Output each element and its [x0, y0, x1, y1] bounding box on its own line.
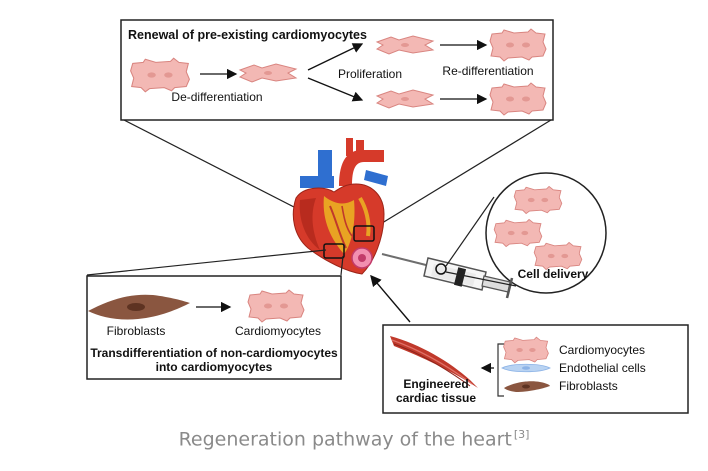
engineered-title-line1: Engineered: [403, 377, 468, 391]
connector-line: [86, 249, 327, 276]
caption-reference: [3]: [513, 428, 530, 441]
cardiomyocyte-cell: [489, 82, 547, 116]
cardiomyocyte-cell: [489, 28, 547, 62]
cardiomyocyte-cell: [130, 57, 190, 93]
dedifferentiated-cell: [375, 35, 435, 55]
cardiomyocyte-cell: [493, 218, 543, 248]
legend-label: Endothelial cells: [559, 361, 646, 375]
arrow: [370, 274, 411, 323]
legend-bracket: [497, 343, 504, 397]
dedifferentiated-cell: [238, 63, 298, 83]
cardiomyocyte-cell: [513, 185, 563, 215]
cardiomyocyte-cell: [247, 289, 305, 323]
transdiff-title-line1: Transdifferentiation of non-cardiomyocyt…: [90, 346, 338, 360]
legend-label: Cardiomyocytes: [559, 343, 645, 357]
connector-line: [340, 255, 344, 276]
arrow: [307, 77, 364, 102]
transdiff-title-line2: into cardiomyocytes: [156, 360, 273, 374]
legend-cardiomyocyte-icon: [503, 336, 549, 364]
muscle-tissue-illustration: [390, 336, 478, 388]
legend-label: Fibroblasts: [559, 379, 618, 393]
legend-endothelial-icon: [501, 363, 551, 373]
connector-line: [373, 119, 552, 229]
dedifferentiated-cell: [375, 89, 435, 109]
rediff-label: Re-differentiation: [442, 64, 533, 78]
arrow: [307, 43, 364, 71]
engineered-title-line2: cardiac tissue: [396, 391, 476, 405]
cell-delivery-label: Cell delivery: [518, 267, 589, 281]
legend-fibroblast-icon: [504, 381, 550, 392]
renewal-title: Renewal of pre-existing cardiomyocytes: [128, 28, 367, 42]
heart-illustration: [292, 138, 388, 275]
transdiff-box: [86, 275, 342, 380]
dediff-label: De-differentiation: [171, 90, 262, 104]
figure-caption: Regeneration pathway of the heart[3]: [0, 428, 708, 450]
connector-line: [445, 271, 517, 287]
connector-line: [445, 196, 495, 267]
cardio-label: Cardiomyocytes: [235, 324, 321, 338]
cardiomyocyte-cell: [533, 241, 583, 271]
caption-text: Regeneration pathway of the heart: [178, 428, 512, 451]
prolif-label: Proliferation: [338, 67, 402, 81]
regeneration-diagram: Renewal of pre-existing cardiomyocytes D…: [86, 19, 689, 414]
fibro-label: Fibroblasts: [107, 324, 166, 338]
